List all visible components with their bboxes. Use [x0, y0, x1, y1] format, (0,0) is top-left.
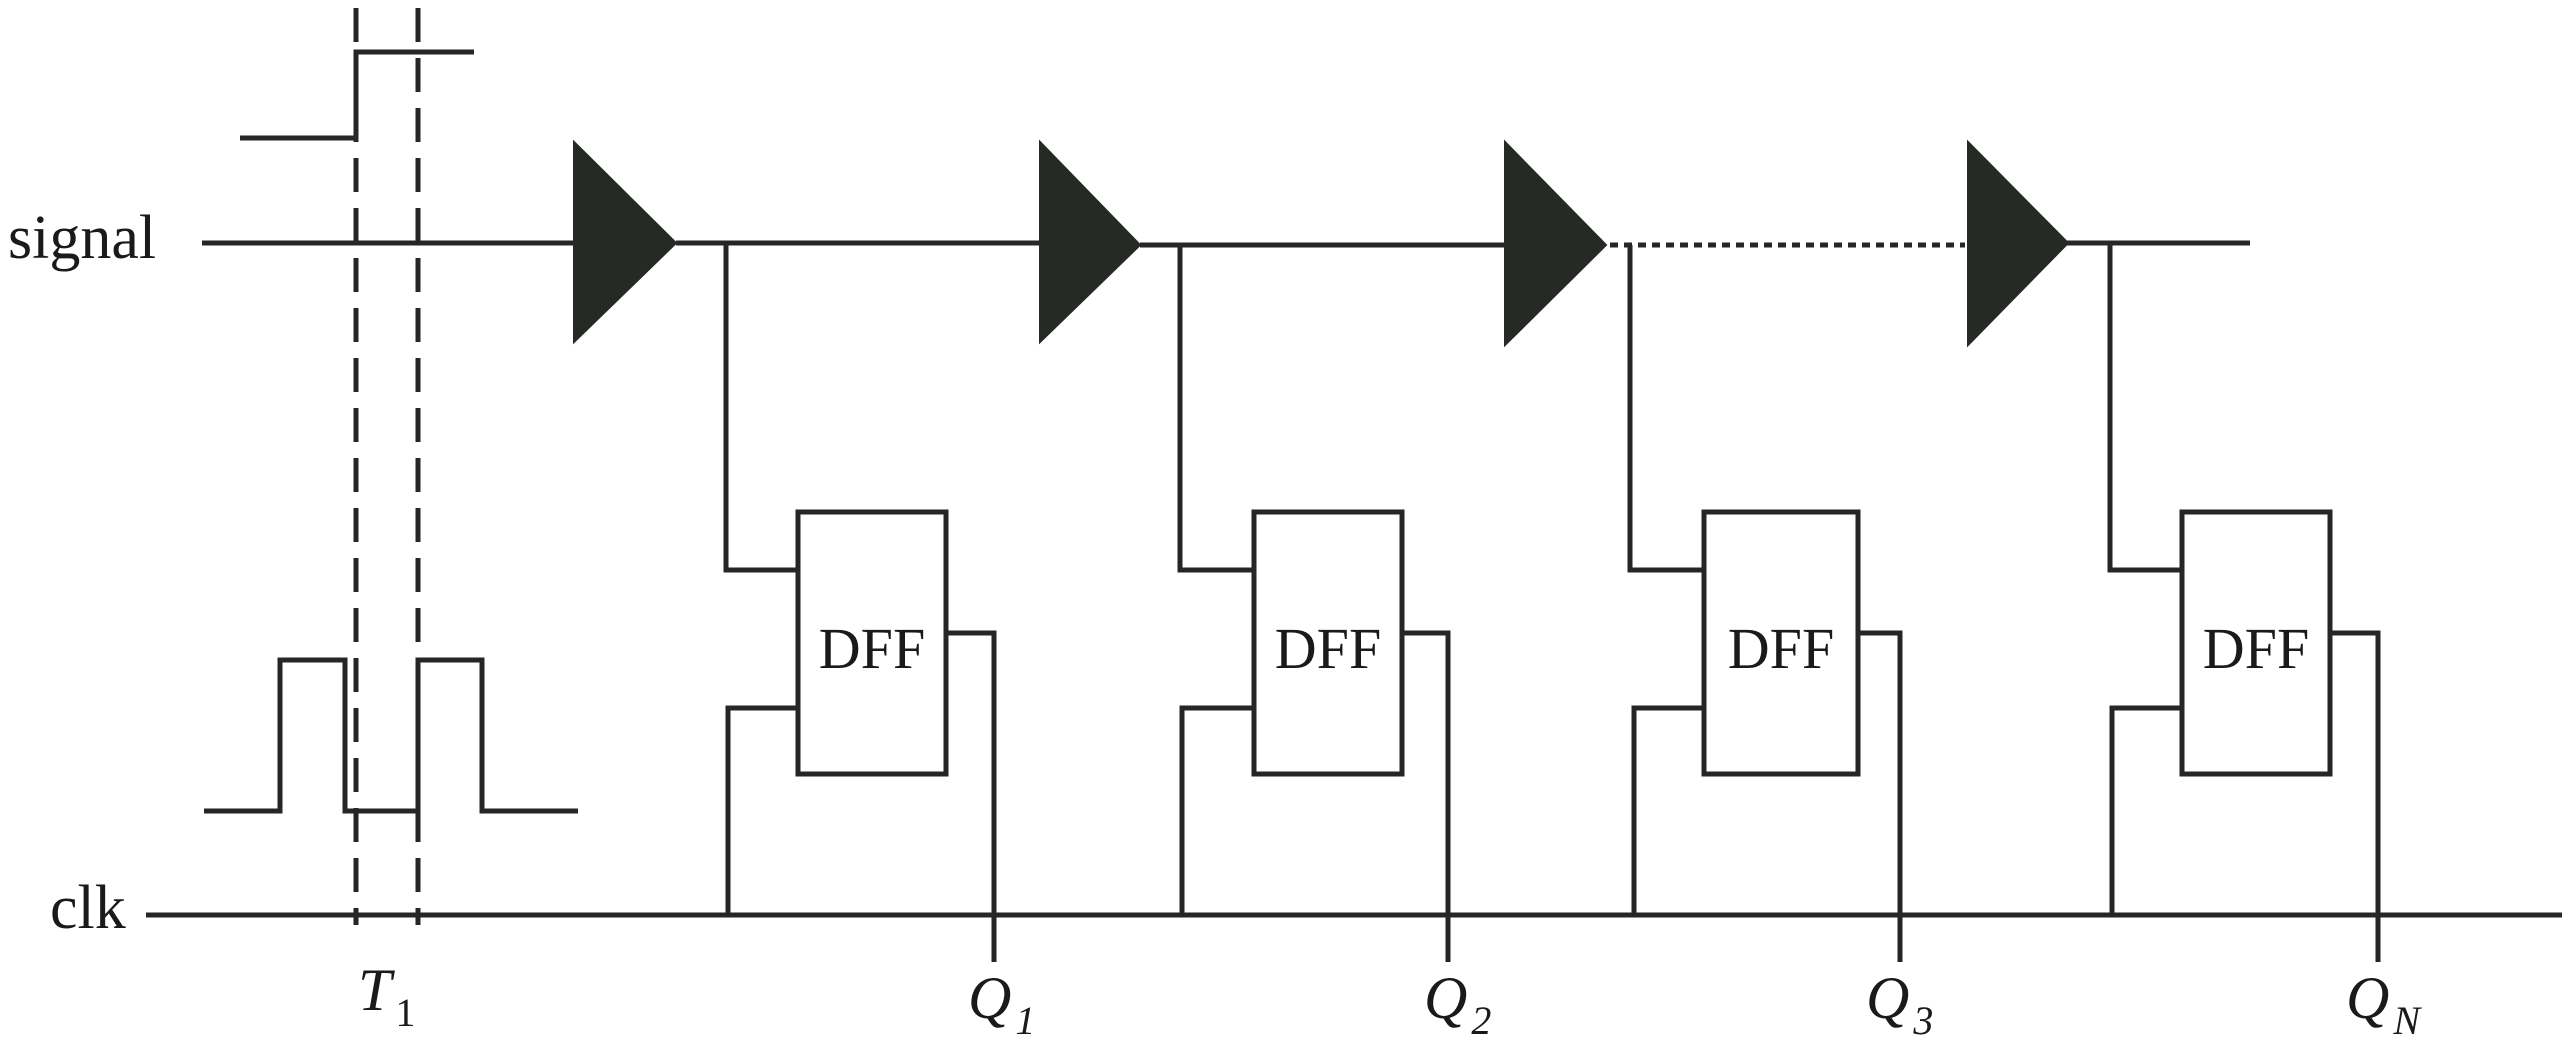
dff-n-q-wire	[2330, 630, 2381, 962]
dff-2-box	[1251, 509, 1405, 777]
dff-3-data-wire	[1627, 245, 1704, 573]
dff-1-data-wire	[723, 243, 798, 573]
dff-n-clk-wire	[2109, 705, 2182, 915]
delay-buffer-4	[1967, 139, 2070, 348]
delay-buffer-1	[573, 139, 678, 345]
dff-3-box	[1701, 509, 1861, 777]
dff-1-q-wire	[946, 630, 997, 962]
dff-3-q-wire	[1858, 630, 1903, 962]
dff-n-box	[2179, 509, 2333, 777]
dff-3-label: DFF	[1728, 616, 1834, 681]
dff-2-label: DFF	[1275, 616, 1381, 681]
signal-label: signal	[8, 204, 156, 272]
dff-n-data-wire	[2107, 243, 2182, 573]
dff-n-label: DFF	[2203, 616, 2309, 681]
dff-2-clk-wire	[1179, 705, 1254, 915]
delay-buffer-3	[1504, 139, 1608, 348]
dff-1-box	[795, 509, 949, 777]
clock-pulse-waveform	[204, 657, 578, 814]
clk-label: clk	[50, 874, 126, 942]
signal-step-waveform	[240, 49, 474, 141]
dff-1-label: DFF	[819, 616, 925, 681]
dff-2-q-wire	[1402, 630, 1451, 962]
dff-1-clk-wire	[725, 705, 798, 915]
dff-3-clk-wire	[1631, 705, 1704, 915]
dff-2-data-wire	[1177, 245, 1254, 573]
delay-buffer-2	[1039, 139, 1142, 345]
